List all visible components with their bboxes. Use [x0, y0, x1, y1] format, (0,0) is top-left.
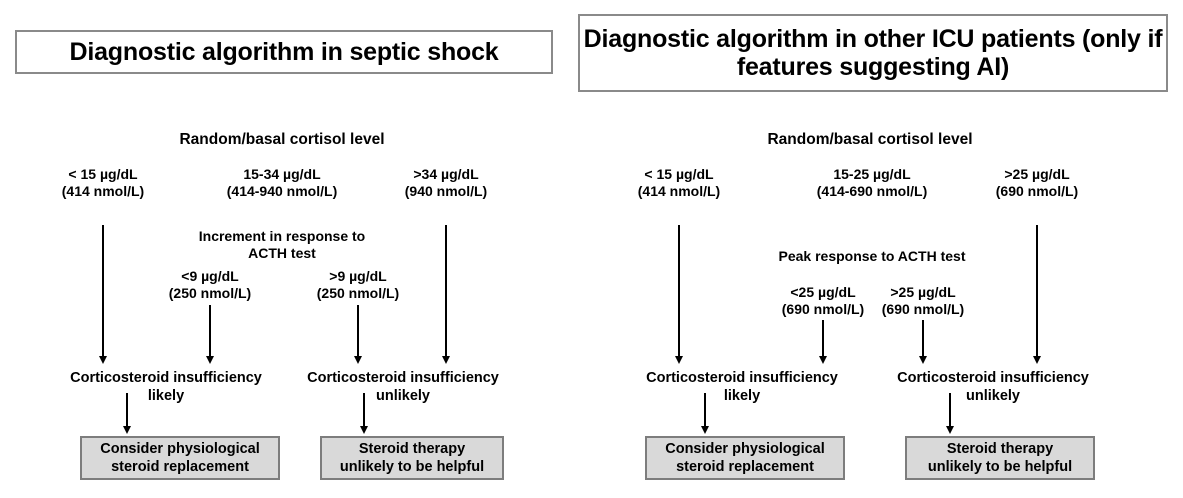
- arrow-acth-above-to-outcome-right: [922, 320, 924, 357]
- cortisol-level-mid-left-line2: (414-940 nmol/L): [226, 183, 338, 200]
- cortisol-level-high-left: >34 µg/dL(940 nmol/L): [351, 166, 541, 200]
- cortisol-level-low-right-line2: (414 nmol/L): [637, 183, 721, 200]
- acth-result-above-left: >9 µg/dL(250 nmol/L): [268, 268, 448, 302]
- arrow-high-to-outcome-left: [445, 225, 447, 357]
- acth-result-above-right: >25 µg/dL(690 nmol/L): [833, 284, 1013, 318]
- acth-result-above-left-line1: >9 µg/dL: [329, 268, 387, 284]
- acth-result-below-right-line1: <25 µg/dL: [790, 284, 856, 300]
- panel-title-other-icu: Diagnostic algorithm in other ICU patien…: [578, 14, 1168, 92]
- outcome-likely-right: Corticosteroid insufficiency likely: [646, 370, 838, 404]
- acth-result-below-right: <25 µg/dL(690 nmol/L): [733, 284, 913, 318]
- cortisol-level-mid-right-line2: (414-690 nmol/L): [816, 183, 928, 200]
- outcome-unlikely-left: Corticosteroid insufficiency unlikely: [307, 370, 499, 404]
- cortisol-level-low-left-line1: < 15 µg/dL: [68, 166, 138, 182]
- cortisol-level-high-right-line1: >25 µg/dL: [1004, 166, 1070, 182]
- arrow-acth-below-to-outcome-left: [209, 305, 211, 357]
- cortisol-level-high-right-line2: (690 nmol/L): [995, 183, 1079, 200]
- arrow-outcome-to-recommendation-unlikely-left: [363, 393, 365, 427]
- arrow-outcome-to-recommendation-likely-left: [126, 393, 128, 427]
- recommendation-box-steroid-replacement-left: Consider physiological steroid replaceme…: [80, 436, 280, 480]
- acth-test-label-left: Increment in response to ACTH test: [198, 228, 366, 262]
- outcome-likely-left: Corticosteroid insufficiency likely: [70, 370, 262, 404]
- recommendation-box-no-steroid-right: Steroid therapy unlikely to be helpful: [905, 436, 1095, 480]
- arrow-high-to-outcome-right: [1036, 225, 1038, 357]
- cortisol-level-mid-left: 15-34 µg/dL(414-940 nmol/L): [167, 166, 397, 200]
- acth-test-label-right: Peak response to ACTH test: [778, 248, 966, 264]
- acth-result-below-left-line2: (250 nmol/L): [168, 285, 252, 302]
- arrow-outcome-to-recommendation-likely-right: [704, 393, 706, 427]
- cortisol-level-high-left-line1: >34 µg/dL: [413, 166, 479, 182]
- arrow-low-to-outcome-left: [102, 225, 104, 357]
- arrow-outcome-to-recommendation-unlikely-right: [949, 393, 951, 427]
- cortisol-level-high-left-line2: (940 nmol/L): [404, 183, 488, 200]
- acth-result-above-right-line1: >25 µg/dL: [890, 284, 956, 300]
- cortisol-level-high-right: >25 µg/dL(690 nmol/L): [942, 166, 1132, 200]
- arrow-low-to-outcome-right: [678, 225, 680, 357]
- heading-random-basal-cortisol-right: Random/basal cortisol level: [767, 131, 973, 148]
- cortisol-level-low-right: < 15 µg/dL(414 nmol/L): [584, 166, 774, 200]
- cortisol-level-mid-left-line1: 15-34 µg/dL: [243, 166, 321, 182]
- acth-result-below-right-line2: (690 nmol/L): [781, 301, 865, 318]
- arrow-acth-below-to-outcome-right: [822, 320, 824, 357]
- arrow-acth-above-to-outcome-left: [357, 305, 359, 357]
- cortisol-level-low-left-line2: (414 nmol/L): [61, 183, 145, 200]
- cortisol-level-low-right-line1: < 15 µg/dL: [644, 166, 714, 182]
- acth-result-below-left-line1: <9 µg/dL: [181, 268, 239, 284]
- outcome-unlikely-right: Corticosteroid insufficiency unlikely: [897, 370, 1089, 404]
- panel-title-septic-shock: Diagnostic algorithm in septic shock: [15, 30, 553, 74]
- cortisol-level-low-left: < 15 µg/dL(414 nmol/L): [8, 166, 198, 200]
- acth-result-above-right-line2: (690 nmol/L): [881, 301, 965, 318]
- heading-random-basal-cortisol-left: Random/basal cortisol level: [179, 131, 385, 148]
- cortisol-level-mid-right: 15-25 µg/dL(414-690 nmol/L): [757, 166, 987, 200]
- recommendation-box-steroid-replacement-right: Consider physiological steroid replaceme…: [645, 436, 845, 480]
- acth-result-above-left-line2: (250 nmol/L): [316, 285, 400, 302]
- cortisol-level-mid-right-line1: 15-25 µg/dL: [833, 166, 911, 182]
- acth-result-below-left: <9 µg/dL(250 nmol/L): [120, 268, 300, 302]
- recommendation-box-no-steroid-left: Steroid therapy unlikely to be helpful: [320, 436, 504, 480]
